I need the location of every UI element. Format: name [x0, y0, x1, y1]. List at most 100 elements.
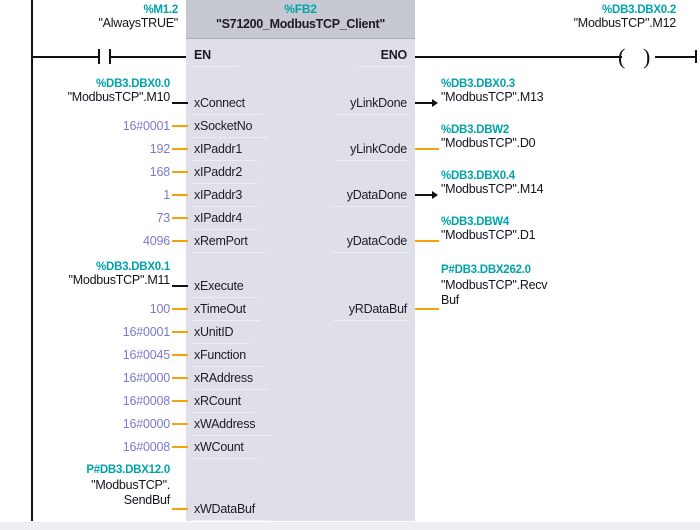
pin-xipaddr1[interactable]: xIPaddr1: [194, 142, 243, 156]
pin-rule-xremport: [192, 252, 266, 253]
operand-ydatacode-address: %DB3.DBW4: [441, 216, 510, 228]
pin-ydatadone[interactable]: yDataDone: [346, 188, 408, 202]
operand-xexecute-tag: "ModbusTCP".M11: [68, 273, 171, 287]
value-xwaddress[interactable]: 16#0000: [122, 417, 170, 431]
operand-xwdatabuf-tag-1: "ModbusTCP".: [91, 478, 170, 492]
wire-xexecute: [172, 285, 188, 287]
operand-xconnect[interactable]: %DB3.DBX0.0 "ModbusTCP".M10: [20, 78, 171, 104]
wire-yrdatabuf: [415, 308, 439, 310]
wire-xraddress: [172, 377, 188, 379]
rung-wire-eno: [415, 56, 622, 58]
pin-rule-xtimeout: [192, 320, 260, 321]
value-xipaddr1[interactable]: 192: [149, 142, 170, 156]
editor-footer-strip: [0, 522, 700, 530]
pin-ylinkdone[interactable]: yLinkDone: [350, 96, 407, 110]
value-xipaddr2[interactable]: 168: [149, 165, 170, 179]
pin-xremport[interactable]: xRemPort: [194, 234, 248, 248]
wire-xwaddress: [172, 423, 188, 425]
value-xipaddr3[interactable]: 1: [163, 188, 170, 202]
wire-xremport: [172, 240, 188, 242]
operand-ylinkdone-address: %DB3.DBX0.3: [441, 78, 515, 90]
pin-xtimeout[interactable]: xTimeOut: [194, 302, 246, 316]
wire-ydatadone: [415, 194, 433, 196]
operand-ydatacode[interactable]: %DB3.DBW4 "ModbusTCP".D1: [441, 216, 671, 242]
pin-xipaddr3[interactable]: xIPaddr3: [194, 188, 243, 202]
pin-rule-ylinkcode: [335, 160, 409, 161]
wire-xipaddr2: [172, 171, 188, 173]
wire-xipaddr3: [172, 194, 188, 196]
pin-rule-xipaddr3: [192, 206, 258, 207]
pin-xsocketno[interactable]: xSocketNo: [194, 119, 253, 133]
operand-yrdatabuf-tag-1: "ModbusTCP".Recv: [441, 278, 548, 292]
pin-rule-xrcount: [192, 412, 254, 413]
operand-xwdatabuf[interactable]: P#DB3.DBX12.0 "ModbusTCP". SendBuf: [20, 463, 170, 508]
pin-xconnect[interactable]: xConnect: [194, 96, 245, 110]
function-block-name: "S71200_ModbusTCP_Client": [216, 17, 385, 31]
pin-xwaddress[interactable]: xWAddress: [194, 417, 256, 431]
pin-xrcount[interactable]: xRCount: [194, 394, 241, 408]
pin-rule-xipaddr4: [192, 229, 258, 230]
value-xwcount[interactable]: 16#0008: [122, 440, 170, 454]
operand-yrdatabuf-address: P#DB3.DBX262.0: [441, 264, 531, 276]
pin-xunitid[interactable]: xUnitID: [194, 325, 234, 339]
operand-xexecute[interactable]: %DB3.DBX0.1 "ModbusTCP".M11: [20, 261, 171, 287]
output-coil-open-paren[interactable]: (: [618, 44, 626, 69]
pin-rule-xwcount: [192, 458, 258, 459]
wire-ylinkcode: [415, 148, 439, 150]
pin-yrdatabuf[interactable]: yRDataBuf: [348, 302, 407, 316]
wire-xunitid: [172, 331, 188, 333]
pin-eno-label: ENO: [380, 48, 408, 62]
pin-xwdatabuf[interactable]: xWDataBuf: [194, 502, 255, 516]
value-xrcount[interactable]: 16#0008: [122, 394, 170, 408]
pin-rule-xfunction: [192, 366, 264, 367]
operand-ylinkdone-tag: "ModbusTCP".M13: [441, 90, 544, 104]
rung-wire-contact-left: [33, 56, 98, 58]
wire-xfunction: [172, 354, 188, 356]
contact-address: %M1.2: [143, 4, 178, 16]
pin-xipaddr4[interactable]: xIPaddr4: [194, 211, 243, 225]
coil-tag: "ModbusTCP".M12: [573, 16, 677, 30]
pin-xfunction[interactable]: xFunction: [194, 348, 246, 362]
coil-operand[interactable]: %DB3.DBX0.2 "ModbusTCP".M12: [500, 4, 677, 30]
pin-en-label: EN: [194, 48, 211, 62]
function-block-header: %FB2 "S71200_ModbusTCP_Client": [186, 0, 415, 39]
wire-xsocketno: [172, 125, 188, 127]
value-xunitid[interactable]: 16#0001: [122, 325, 170, 339]
operand-ylinkcode[interactable]: %DB3.DBW2 "ModbusTCP".D0: [441, 124, 671, 150]
value-xfunction[interactable]: 16#0045: [122, 348, 170, 362]
pin-rule-xipaddr2: [192, 183, 258, 184]
left-power-rail: [31, 0, 33, 521]
value-xipaddr4[interactable]: 73: [156, 211, 170, 225]
rung-wire-coil-right: [655, 56, 697, 58]
pin-rule-en: [192, 66, 238, 67]
pin-ylinkcode[interactable]: yLinkCode: [350, 142, 407, 156]
normally-open-contact[interactable]: [98, 49, 111, 64]
contact-operand[interactable]: %M1.2 "AlwaysTRUE": [38, 4, 179, 30]
function-block-number: %FB2: [284, 2, 317, 16]
pin-xipaddr2[interactable]: xIPaddr2: [194, 165, 243, 179]
value-xtimeout[interactable]: 100: [149, 302, 170, 316]
value-xraddress[interactable]: 16#0000: [122, 371, 170, 385]
operand-xconnect-tag: "ModbusTCP".M10: [67, 90, 171, 104]
pin-rule-ydatadone: [331, 206, 409, 207]
operand-ylinkdone[interactable]: %DB3.DBX0.3 "ModbusTCP".M13: [441, 78, 671, 104]
pin-rule-ylinkdone: [335, 114, 409, 115]
value-xsocketno[interactable]: 16#0001: [122, 119, 170, 133]
value-xremport[interactable]: 4096: [142, 234, 170, 248]
pin-xraddress[interactable]: xRAddress: [194, 371, 253, 385]
wire-xconnect: [172, 102, 188, 104]
wire-xrcount: [172, 400, 188, 402]
pin-ydatacode[interactable]: yDataCode: [346, 234, 408, 248]
wire-xipaddr1: [172, 148, 188, 150]
output-coil-close-paren[interactable]: ): [643, 44, 651, 69]
pin-xexecute[interactable]: xExecute: [194, 279, 244, 293]
pin-xwcount[interactable]: xWCount: [194, 440, 244, 454]
function-block-modbustcp-client[interactable]: %FB2 "S71200_ModbusTCP_Client" EN ENO xC…: [186, 0, 415, 521]
pin-rule-xunitid: [192, 343, 250, 344]
pin-rule-xwaddress: [192, 435, 272, 436]
operand-ydatadone[interactable]: %DB3.DBX0.4 "ModbusTCP".M14: [441, 170, 671, 196]
operand-yrdatabuf[interactable]: P#DB3.DBX262.0 "ModbusTCP".Recv Buf: [441, 263, 671, 308]
operand-xexecute-address: %DB3.DBX0.1: [96, 261, 170, 273]
pin-eno[interactable]: ENO: [380, 48, 408, 62]
pin-en[interactable]: EN: [194, 48, 211, 62]
